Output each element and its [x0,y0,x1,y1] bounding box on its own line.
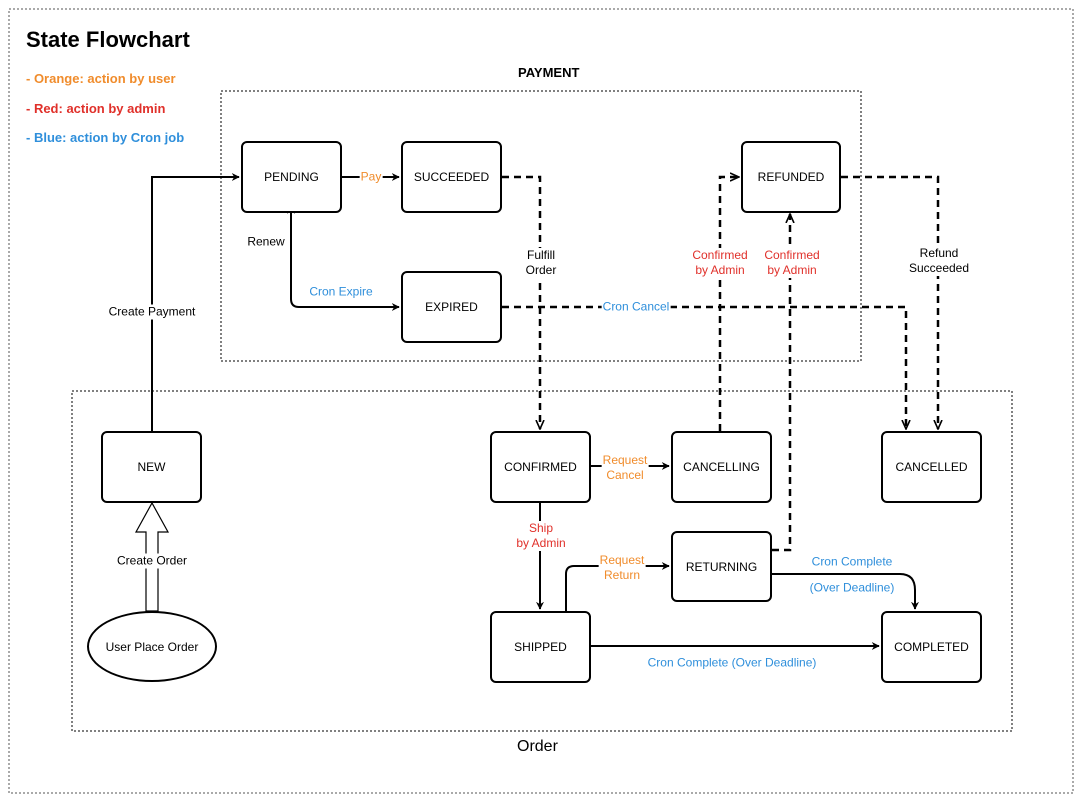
node-expired: EXPIRED [401,271,502,343]
node-cancelling: CANCELLING [671,431,772,503]
node-user-place-order: User Place Order [87,611,217,682]
edge-renew-expire [287,205,400,311]
label-cron-complete-returning-1: Cron Complete [810,554,894,570]
legend-cron: - Blue: action by Cron job [26,130,185,145]
label-pay: Pay [359,169,383,185]
label-cron-complete-shipped: Cron Complete (Over Deadline) [646,655,818,671]
edge-confirmed-by-admin-cancel [718,177,739,431]
edge-refund-succeeded [841,175,938,429]
label-create-payment: Create Payment [107,304,197,320]
outer-frame [8,8,1074,794]
page-title: State Flowchart [26,27,190,52]
node-cancelled: CANCELLED [881,431,982,503]
label-renew: Renew [246,234,286,250]
node-refunded: REFUNDED [741,141,841,213]
label-cron-complete-returning-2: (Over Deadline) [808,580,896,596]
node-pending: PENDING [241,141,342,213]
label-create-order: Create Order [115,553,189,569]
order-group-label: Order [517,738,558,755]
node-shipped: SHIPPED [490,611,591,683]
edge-fulfill-order [502,175,540,429]
label-cron-cancel: Cron Cancel [601,299,671,315]
node-new: NEW [101,431,202,503]
label-cron-expire: Cron Expire [309,284,373,299]
node-succeeded: SUCCEEDED [401,141,502,213]
node-confirmed: CONFIRMED [490,431,591,503]
order-group-border [71,390,1013,732]
edge-cron-cancel [502,305,906,429]
legend-admin: - Red: action by admin [26,101,166,116]
node-returning: RETURNING [671,531,772,602]
edge-cron-complete-returning [772,573,919,610]
edge-request-return [565,562,670,611]
legend-user: - Orange: action by user [26,71,176,86]
payment-group-label: PAYMENT [518,65,580,80]
node-completed: COMPLETED [881,611,982,683]
edge-confirmed-by-admin-return [772,214,790,552]
edge-create-payment [151,173,240,431]
